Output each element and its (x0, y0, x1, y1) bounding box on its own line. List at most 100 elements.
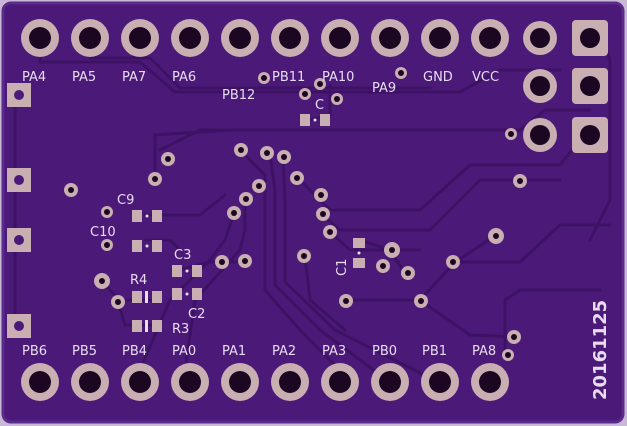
header-pin-pb11[interactable] (271, 19, 309, 57)
header-pin-pb5[interactable] (71, 363, 109, 401)
right-pin-4[interactable] (572, 68, 608, 104)
via (234, 143, 248, 157)
designator-c9: C9 (117, 193, 134, 208)
header-pin-pb0[interactable] (371, 363, 409, 401)
smd-r4[interactable] (132, 291, 162, 303)
via (488, 228, 504, 244)
via (161, 152, 175, 166)
header-pin-pb4[interactable] (121, 363, 159, 401)
header-pin-pa1[interactable] (221, 363, 259, 401)
header-pin-pb12[interactable] (221, 19, 259, 57)
top-header (21, 19, 509, 57)
bottom-label-pa3: PA3 (322, 344, 346, 359)
via (314, 188, 328, 202)
header-pin-pa5[interactable] (71, 19, 109, 57)
smd-c2[interactable] (172, 288, 202, 300)
header-pin-gnd[interactable] (421, 19, 459, 57)
via (101, 206, 113, 218)
header-pin-pa9[interactable] (371, 19, 409, 57)
right-pin-3[interactable] (523, 69, 557, 103)
top-label-pa10: PA10 (322, 70, 354, 85)
via (339, 294, 353, 308)
via (502, 349, 514, 361)
edge-pad-2[interactable] (7, 168, 31, 192)
via (277, 150, 291, 164)
via (331, 93, 343, 105)
via (215, 255, 229, 269)
right-pin-5[interactable] (523, 118, 557, 152)
edge-pad-1[interactable] (7, 83, 31, 107)
header-pin-pa7[interactable] (121, 19, 159, 57)
via (297, 249, 311, 263)
via (384, 242, 400, 258)
top-label-pb11: PB11 (272, 70, 305, 85)
via (260, 146, 274, 160)
via (111, 295, 125, 309)
via (290, 171, 304, 185)
via (316, 207, 330, 221)
smd-c-top[interactable] (300, 114, 330, 126)
smd-c10[interactable] (132, 240, 162, 252)
edge-pad-3[interactable] (7, 228, 31, 252)
designator-c1: C1 (335, 259, 350, 276)
top-labels: PA4 PA5 PA7 PA6 PB12 PB11 PA10 PA9 GND V… (22, 70, 499, 103)
edge-pad-4[interactable] (7, 314, 31, 338)
via (299, 88, 311, 100)
top-label-pa9: PA9 (372, 81, 396, 96)
via (505, 128, 517, 140)
component-labels: C C9 C10 C3 C2 R4 R3 C1 (90, 98, 350, 337)
smd-r3[interactable] (132, 320, 162, 332)
bottom-label-pb5: PB5 (72, 344, 97, 359)
header-pin-pa2[interactable] (271, 363, 309, 401)
via (94, 273, 110, 289)
header-pin-vcc[interactable] (471, 19, 509, 57)
designator-r4: R4 (130, 273, 147, 288)
smd-c9[interactable] (132, 210, 162, 222)
via (148, 172, 162, 186)
right-pin-2[interactable] (572, 20, 608, 56)
smd-c3[interactable] (172, 265, 202, 277)
top-label-pb12: PB12 (222, 88, 255, 103)
via (314, 78, 326, 90)
bottom-label-pa1: PA1 (222, 344, 246, 359)
via (227, 206, 241, 220)
top-label-pa5: PA5 (72, 70, 96, 85)
header-pin-pb6[interactable] (21, 363, 59, 401)
header-pin-pa0[interactable] (171, 363, 209, 401)
via (513, 174, 527, 188)
via (64, 183, 78, 197)
designator-c-top: C (315, 98, 324, 113)
header-pin-pa3[interactable] (321, 363, 359, 401)
via (252, 179, 266, 193)
via (446, 255, 460, 269)
date-code: 20161125 (590, 300, 611, 400)
top-label-pa7: PA7 (122, 70, 146, 85)
via (239, 192, 253, 206)
bottom-header (21, 363, 509, 401)
copper-traces (13, 28, 612, 380)
designator-c2: C2 (188, 307, 205, 322)
smd-c1[interactable] (353, 238, 365, 268)
bottom-labels: PB6 PB5 PB4 PA0 PA1 PA2 PA3 PB0 PB1 PA8 (22, 344, 496, 359)
via (258, 72, 270, 84)
via (238, 254, 252, 268)
bottom-label-pa8: PA8 (472, 344, 496, 359)
header-pin-pb1[interactable] (421, 363, 459, 401)
via (101, 239, 113, 251)
header-pin-pa4[interactable] (21, 19, 59, 57)
via (401, 266, 415, 280)
header-pin-pa8[interactable] (471, 363, 509, 401)
left-edge-pads (7, 83, 31, 338)
header-pin-pa10[interactable] (321, 19, 359, 57)
right-pin-1[interactable] (523, 21, 557, 55)
via (376, 259, 390, 273)
via (414, 294, 428, 308)
via (507, 330, 521, 344)
bottom-label-pb4: PB4 (122, 344, 147, 359)
designator-c10: C10 (90, 225, 116, 240)
top-label-pa6: PA6 (172, 70, 196, 85)
header-pin-pa6[interactable] (171, 19, 209, 57)
right-pin-6[interactable] (572, 117, 608, 153)
bottom-label-pa0: PA0 (172, 344, 196, 359)
